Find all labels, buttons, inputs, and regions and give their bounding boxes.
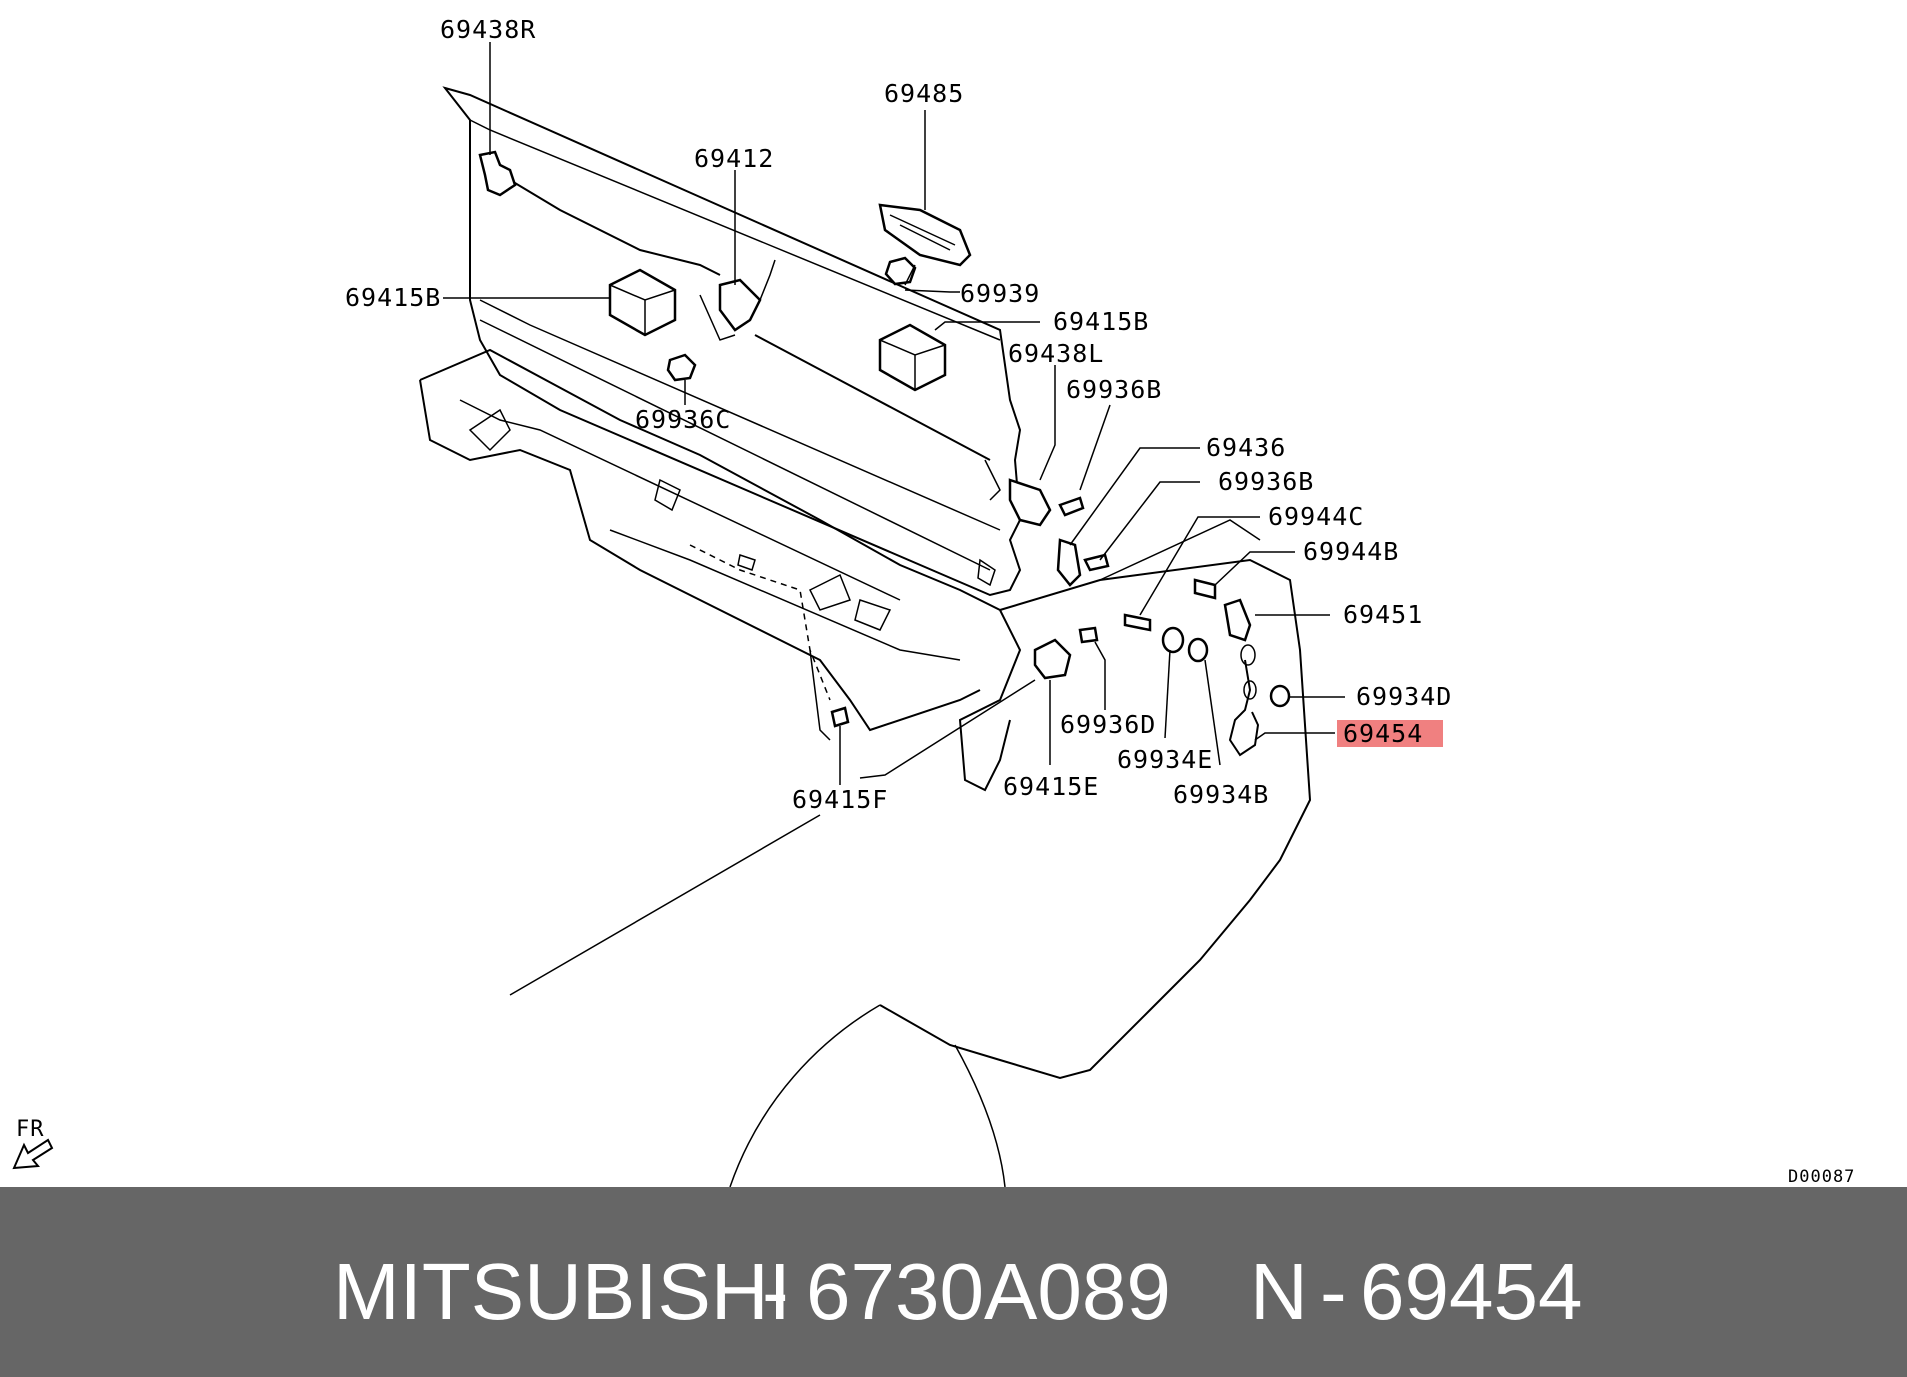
label-69934D[interactable]: 69934D	[1356, 682, 1452, 711]
hinge-right	[478, 150, 517, 197]
bracket-69451	[1223, 598, 1252, 642]
leader-lines	[443, 42, 1345, 996]
cable-rods	[509, 179, 991, 461]
ref-prefix: N	[1250, 1247, 1308, 1336]
bolt-69944C	[1123, 613, 1152, 632]
clip-69415F	[830, 706, 850, 728]
label-69415F[interactable]: 69415F	[792, 785, 888, 814]
label-69939[interactable]: 69939	[960, 279, 1040, 308]
pad-left	[608, 268, 677, 337]
hinge-left	[984, 459, 1052, 527]
bracket-69436	[1056, 538, 1082, 587]
label-69936B-b[interactable]: 69936B	[1218, 467, 1314, 496]
label-69936D[interactable]: 69936D	[1060, 710, 1156, 739]
bolt-69936B-a	[1058, 496, 1085, 517]
highlight-box	[1337, 720, 1443, 747]
front-label: FR	[16, 1117, 45, 1142]
label-69485[interactable]: 69485	[884, 79, 964, 108]
handle-assembly	[878, 203, 972, 267]
label-69438L[interactable]: 69438L	[1008, 339, 1104, 368]
separator-1: -	[762, 1247, 789, 1336]
footer-caption: MITSUBISHI - 6730A089 N - 69454	[333, 1247, 1582, 1336]
label-69438R[interactable]: 69438R	[440, 15, 536, 44]
label-69415E[interactable]: 69415E	[1003, 772, 1099, 801]
parts-diagram: 69438R 69485 69412 69415B 69939 69415B 6…	[12, 15, 1855, 1188]
lock-mechanism	[699, 259, 776, 341]
label-69934B[interactable]: 69934B	[1173, 780, 1269, 809]
cable-69454	[1228, 644, 1260, 757]
ref-number: 69454	[1360, 1247, 1582, 1336]
separator-2: -	[1320, 1247, 1347, 1336]
bolt-69944B	[1193, 578, 1217, 600]
bolt-69936D	[1078, 626, 1099, 644]
label-69944C[interactable]: 69944C	[1268, 502, 1364, 531]
drawing-code: D00087	[1788, 1167, 1855, 1187]
part-number: 6730A089	[806, 1247, 1171, 1336]
tailgate-outline	[442, 86, 1022, 597]
label-69944B[interactable]: 69944B	[1303, 537, 1399, 566]
part-labels: 69438R 69485 69412 69415B 69939 69415B 6…	[345, 15, 1452, 814]
label-69412[interactable]: 69412	[694, 144, 774, 173]
label-69415B-left[interactable]: 69415B	[345, 283, 441, 312]
arrow-icon	[12, 1138, 54, 1170]
pad-right	[878, 323, 947, 392]
nut-69939	[884, 256, 917, 286]
label-69451[interactable]: 69451	[1343, 600, 1423, 629]
label-69936C[interactable]: 69936C	[635, 405, 731, 434]
tailgate-exploded-view: 69438R 69485 69412 69415B 69939 69415B 6…	[12, 15, 1855, 1188]
bolt-69936B-b	[1083, 553, 1110, 572]
bolt-69936C	[666, 353, 697, 382]
fender-outline	[729, 519, 1312, 1188]
brand-name: MITSUBISHI	[333, 1247, 791, 1336]
label-69936B-a[interactable]: 69936B	[1066, 375, 1162, 404]
label-69454[interactable]: 69454	[1343, 719, 1423, 748]
label-69415B-right[interactable]: 69415B	[1053, 307, 1149, 336]
footer-bar: MITSUBISHI - 6730A089 N - 69454	[0, 1187, 1907, 1377]
bumper-69415E	[1033, 638, 1072, 680]
washers	[1161, 626, 1291, 708]
label-69934E[interactable]: 69934E	[1117, 745, 1213, 774]
front-direction-indicator: FR	[12, 1117, 54, 1170]
label-69436[interactable]: 69436	[1206, 433, 1286, 462]
